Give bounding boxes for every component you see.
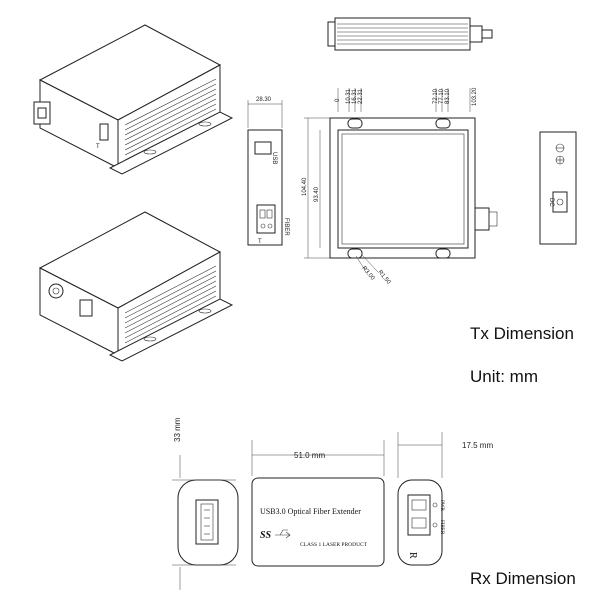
tx-dim-top-7: 83.10 [445, 88, 451, 104]
tx-dimension-caption: Tx Dimension [470, 324, 574, 343]
rx-end-view-usb: 33 mm [172, 417, 239, 590]
tx-side-view-power-end: DC [539, 131, 577, 245]
tx-top-view [327, 17, 493, 51]
tx-dim-top-5: 72.10 [433, 88, 439, 104]
rx-class-label: CLASS 1 LASER PRODUCT [300, 542, 368, 548]
rx-dimension-caption: Rx Dimension [470, 569, 576, 588]
tx-dim-top-4: 22.31 [358, 88, 364, 104]
tx-dim-radius-1: R1.50 [376, 269, 391, 286]
tx-isometric-view-power-side [38, 211, 234, 362]
tx-dim-side-width: 28.30 [256, 97, 272, 103]
tx-dim-top-8: 103.20 [472, 87, 478, 106]
rx-product-label: USB3.0 Optical Fiber Extender [260, 507, 361, 516]
tx-side-fiber-label: FIBER [283, 218, 289, 236]
rx-dim-width: 51.0 mm [294, 451, 325, 460]
tx-dim-height-outer: 104.40 [302, 177, 308, 196]
tx-dim-top-2: 10.31 [346, 88, 352, 104]
rx-dim-depth: 17.5 mm [462, 441, 493, 450]
rx-pwr-label: PWR [439, 500, 444, 512]
tx-dim-height-inner: 93.40 [314, 186, 320, 202]
tx-dim-top-1: 0 [335, 98, 341, 102]
tx-side-view-usb-end: USB T FIBER 28.30 [247, 97, 289, 246]
unit-caption: Unit: mm [470, 367, 538, 386]
tx-front-view: 0 10.31 16.31 22.31 72.10 77.10 83.10 10… [302, 87, 498, 286]
tx-dim-top-6: 77.10 [439, 88, 445, 104]
rx-dim-height: 33 mm [173, 417, 182, 442]
tx-isometric-view-fiber-side: T [33, 24, 234, 175]
tx-side-mark-t: T [258, 239, 262, 245]
rx-fiber-label: FIBER [439, 520, 444, 535]
tx-dim-radius-2: R3.00 [360, 265, 375, 282]
tx-iso-mark-t: T [96, 144, 100, 150]
tx-side-usb-label: USB [271, 152, 277, 164]
rx-top-view: USB3.0 Optical Fiber Extender SS CLASS 1… [251, 440, 385, 567]
rx-r-mark: R [407, 552, 418, 559]
tx-side-dc-label: DC [548, 198, 554, 207]
tx-dim-top-3: 16.31 [352, 88, 358, 104]
rx-end-view-fiber: PWR FIBER R 17.5 mm [397, 432, 493, 566]
rx-logo: SS [260, 530, 272, 541]
